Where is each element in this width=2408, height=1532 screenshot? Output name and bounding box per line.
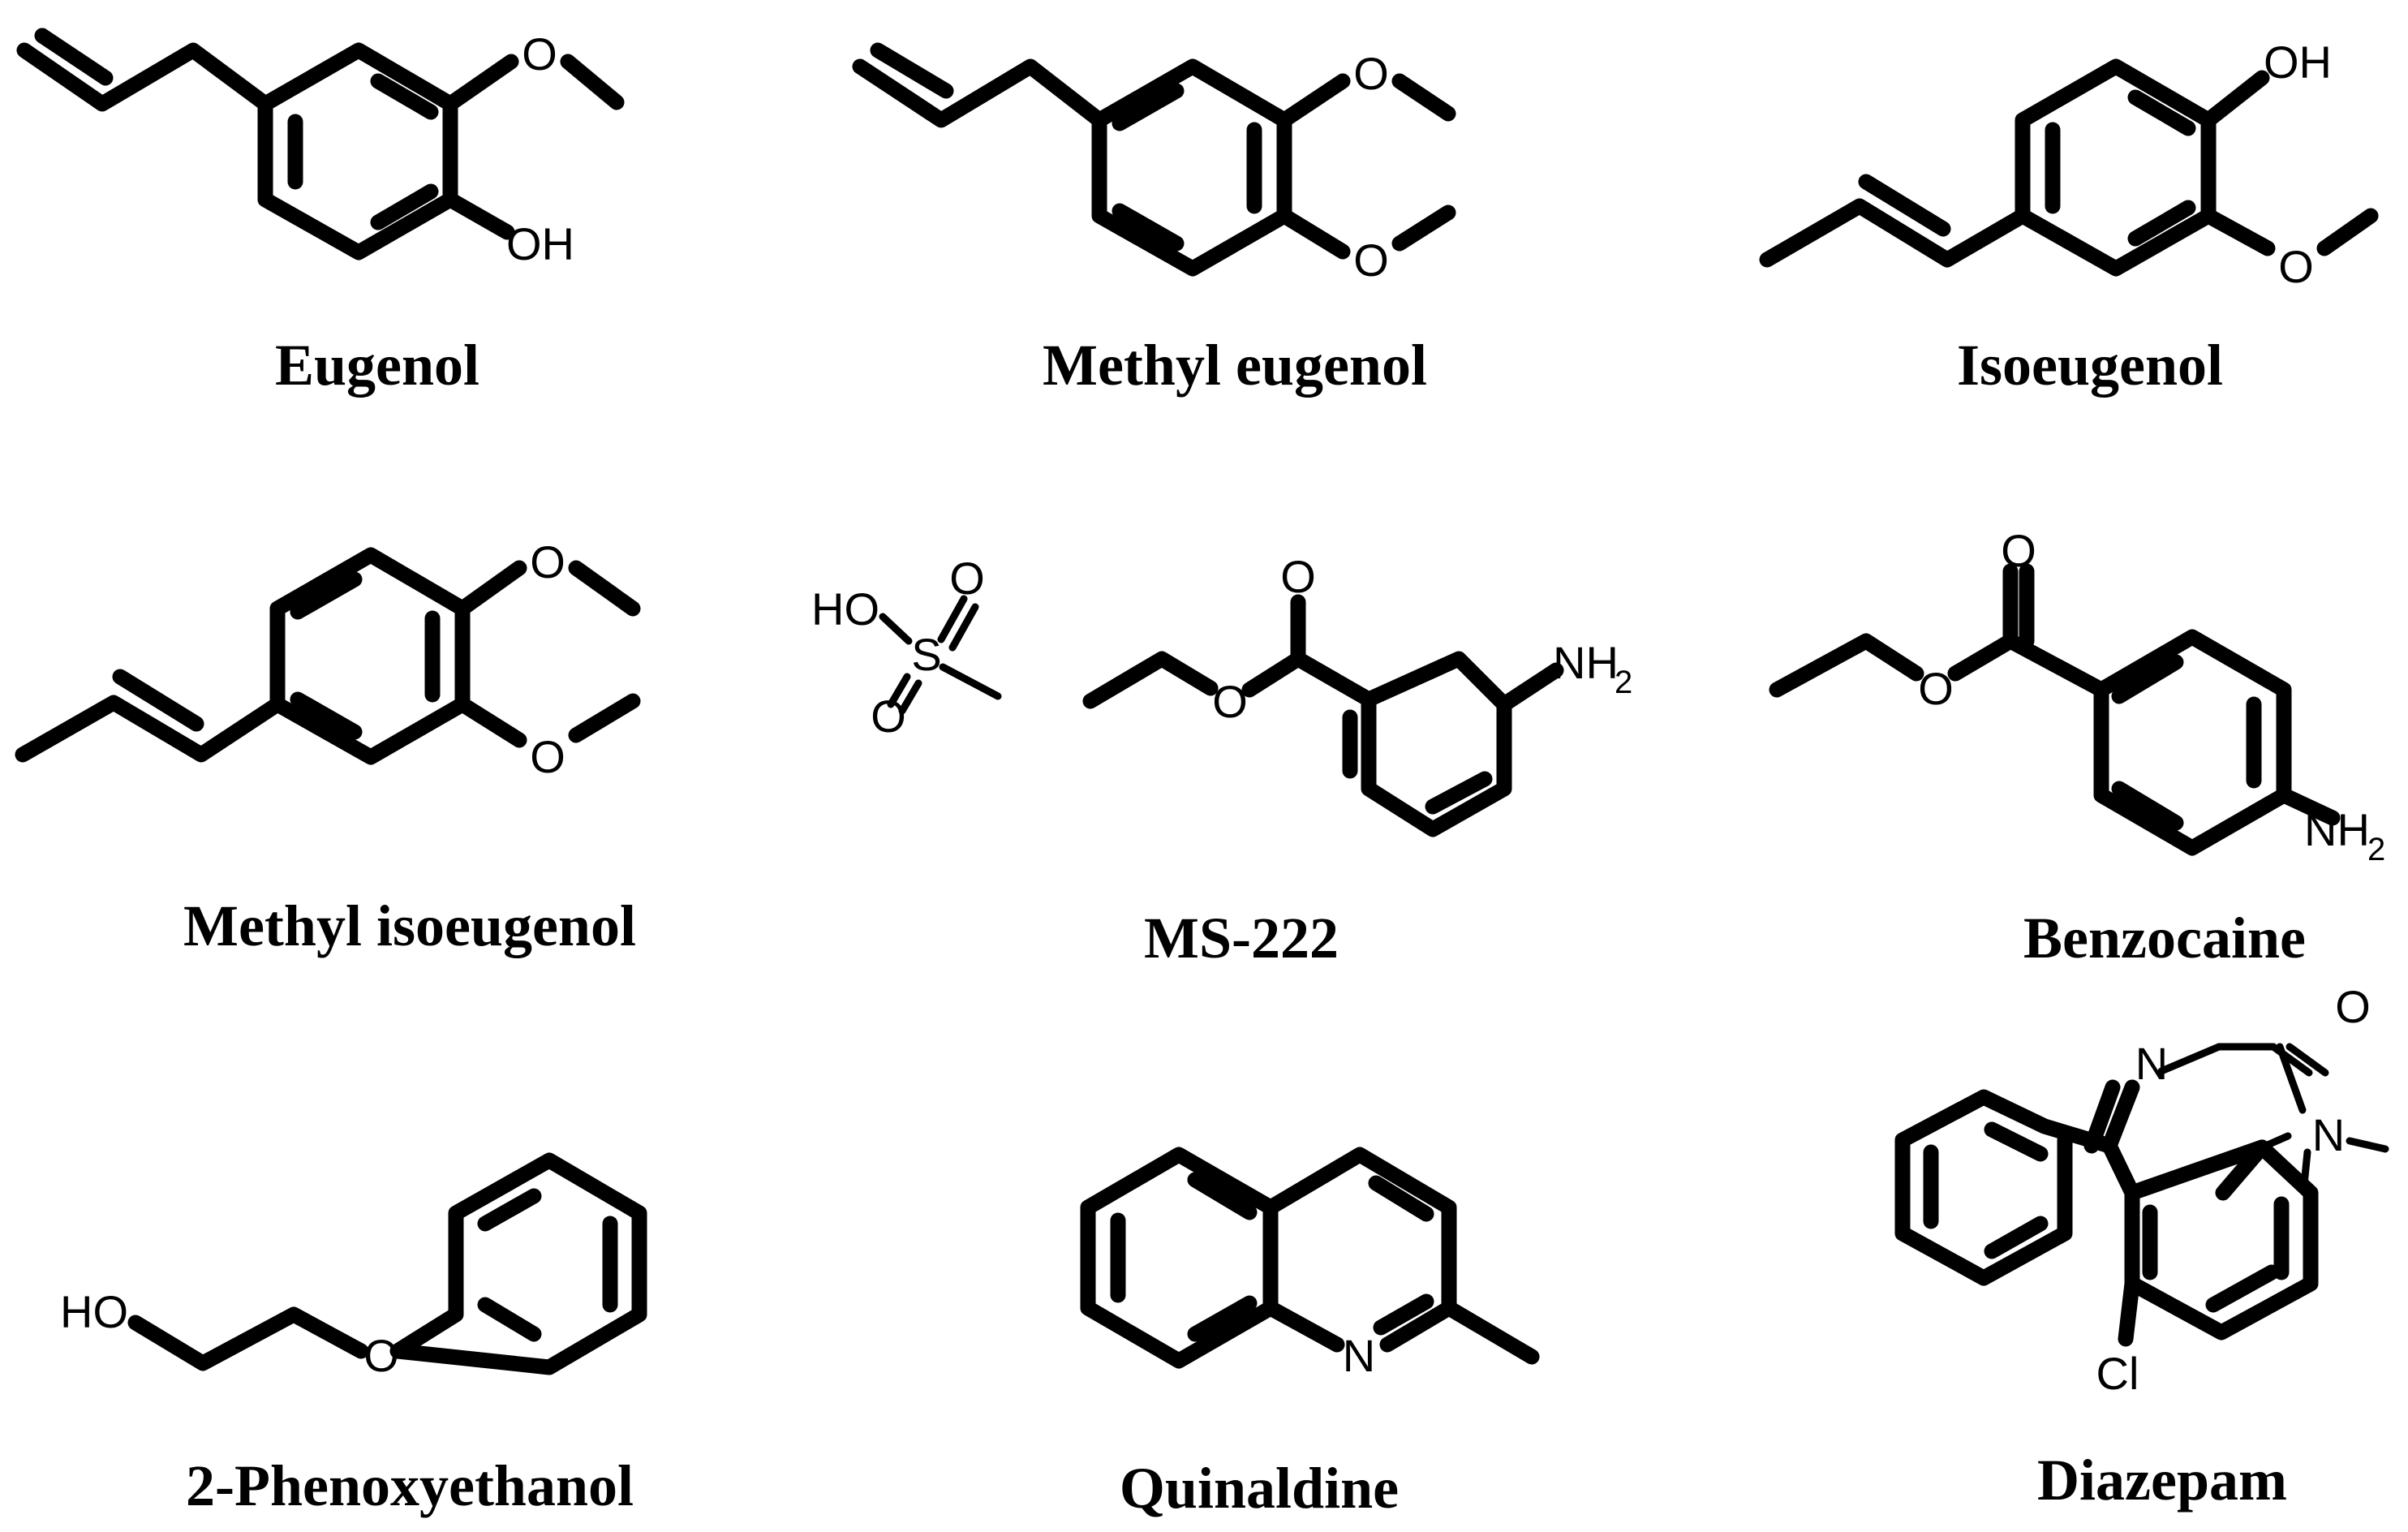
benzocaine-structure: O O NH 2 (1769, 525, 2385, 867)
methyl-eugenol-oxygen-1: O (1353, 48, 1389, 99)
diazepam-carbonyl-oxygen: O (2335, 981, 2371, 1032)
eugenol-structure: O OH (16, 28, 625, 269)
ms-222-amine-subscript: 2 (1615, 665, 1632, 700)
ms-222-carbonyl-oxygen: O (1280, 551, 1316, 602)
ms-222-sulfonyl-oxygen-2: O (871, 691, 906, 742)
diazepam-structure: N O N Cl (1894, 981, 2389, 1399)
diazepam-label: Diazepam (2037, 1448, 2287, 1513)
eugenol-label: Eugenol (275, 333, 479, 398)
phenoxyethanol-ether-oxygen: O (363, 1330, 399, 1381)
quinaldine-label: Quinaldine (1120, 1456, 1399, 1521)
isoeugenol-oxygen-methoxy: O (2278, 241, 2314, 292)
methyl-isoeugenol-oxygen-2: O (530, 731, 565, 782)
methyl-eugenol-structure: O O (852, 42, 1456, 286)
methyl-eugenol-oxygen-2: O (1353, 235, 1389, 286)
eugenol-oxygen-methoxy: O (522, 28, 557, 80)
benzocaine-ester-oxygen: O (1918, 663, 1954, 714)
benzocaine-label: Benzocaine (2023, 906, 2306, 970)
ms-222-ester-oxygen: O (1212, 676, 1248, 727)
ms-222-sulfur: S (911, 629, 941, 680)
ms-222-amine: NH (1553, 637, 1619, 688)
phenoxyethanol-label: 2-Phenoxyethanol (186, 1453, 634, 1518)
ms-222-label: MS-222 (1144, 906, 1339, 970)
isoeugenol-hydroxyl: OH (2264, 37, 2332, 88)
benzocaine-amine: NH (2304, 804, 2370, 855)
methyl-isoeugenol-structure: O O (15, 536, 641, 782)
methyl-eugenol-label: Methyl eugenol (1043, 333, 1427, 398)
eugenol-hydroxyl: OH (506, 218, 574, 269)
isoeugenol-label: Isoeugenol (1957, 333, 2223, 398)
ms-222-sulfonyl-oxygen-1: O (949, 553, 985, 604)
ms-222-hydroxyl: HO (811, 583, 879, 635)
methyl-isoeugenol-label: Methyl isoeugenol (183, 893, 636, 958)
diazepam-amide-nitrogen: N (2312, 1109, 2345, 1160)
methyl-isoeugenol-oxygen-1: O (530, 536, 565, 587)
quinaldine-structure: N (1080, 1147, 1540, 1381)
isoeugenol-structure: OH O (1759, 37, 2379, 292)
quinaldine-nitrogen: N (1343, 1330, 1375, 1381)
diazepam-imine-nitrogen: N (2135, 1038, 2168, 1089)
benzocaine-amine-subscript: 2 (2367, 832, 2385, 867)
ms-222-structure: HO S O O O O NH 2 (811, 551, 1632, 837)
benzocaine-carbonyl-oxygen: O (2001, 525, 2036, 576)
phenoxyethanol-structure: HO O (60, 1152, 647, 1381)
diazepam-chlorine: Cl (2096, 1348, 2139, 1399)
phenoxyethanol-hydroxyl: HO (60, 1286, 128, 1337)
